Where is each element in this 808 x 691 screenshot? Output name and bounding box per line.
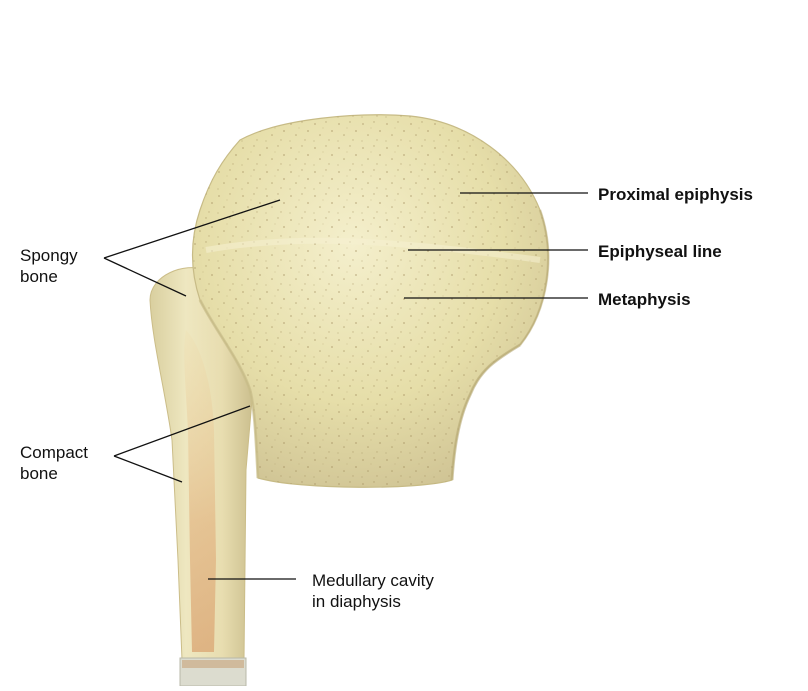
label-spongy-bone: Spongy bone bbox=[20, 245, 78, 287]
label-compact-bone: Compact bone bbox=[20, 442, 88, 484]
label-medullary-cavity-line-2: in diaphysis bbox=[312, 591, 434, 612]
label-epiphyseal-line: Epiphyseal line bbox=[598, 241, 722, 262]
label-spongy-bone-line-1: Spongy bbox=[20, 245, 78, 266]
label-compact-bone-line-1: Compact bbox=[20, 442, 88, 463]
label-compact-bone-line-2: bone bbox=[20, 463, 88, 484]
label-medullary-cavity: Medullary cavity in diaphysis bbox=[312, 570, 434, 612]
label-spongy-bone-line-2: bone bbox=[20, 266, 78, 287]
leader-compact-bone-lower bbox=[114, 456, 182, 482]
label-proximal-epiphysis: Proximal epiphysis bbox=[598, 184, 753, 205]
label-medullary-cavity-line-1: Medullary cavity bbox=[312, 570, 434, 591]
label-metaphysis: Metaphysis bbox=[598, 289, 691, 310]
